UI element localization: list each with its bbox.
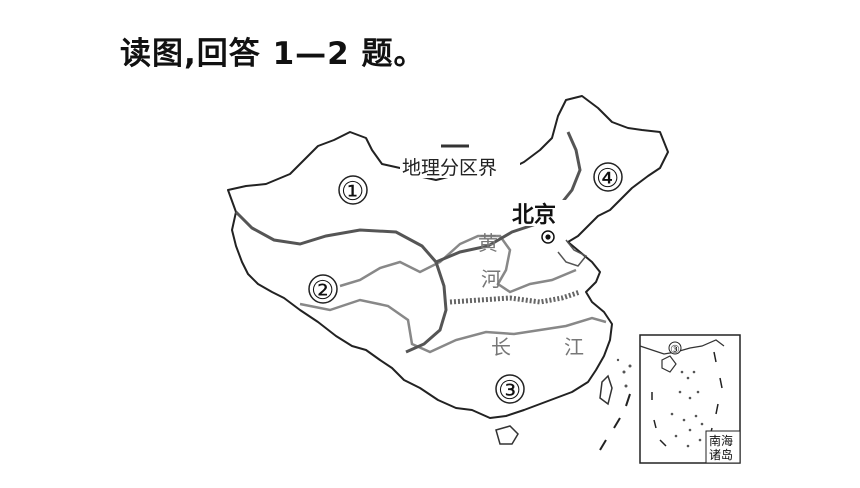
inset-region-circle: [668, 341, 682, 355]
region-4-circle: [593, 162, 623, 192]
south-china-sea-inset: ③ 南海 诸岛: [639, 334, 741, 464]
region-2-label: ②: [311, 276, 334, 306]
inset-label-line1: 南海: [709, 433, 733, 448]
inset-label-line2: 诸岛: [709, 447, 733, 462]
inset-region-label: ③: [670, 343, 680, 356]
region-3-circle: [495, 374, 525, 404]
legend-label-bg: [400, 154, 520, 178]
qinling-huaihe-line: [449, 289, 581, 305]
beijing-label-bg: [510, 200, 566, 226]
yellow-river: [339, 234, 577, 294]
east-sea-islands: [616, 358, 632, 388]
inset-hainan: [661, 355, 677, 373]
bohai-bay: [557, 239, 588, 267]
boundary-northwest: [234, 210, 438, 263]
region-4-label: ④: [596, 164, 619, 194]
yellow-river-label-1: 黄: [478, 231, 498, 255]
boundary-tibetan: [405, 261, 448, 354]
inset-boundary-dashes: [651, 351, 723, 447]
inset-islands: [670, 370, 704, 448]
yellow-river-label-2: 河: [481, 267, 501, 291]
region-2-circle: [308, 274, 338, 304]
inset-label-frame: [705, 430, 741, 464]
region-1-label: ①: [341, 177, 364, 207]
beijing-label: 北京: [512, 202, 556, 228]
maritime-boundary-dashes: [599, 393, 631, 451]
yangtze-river-label-1: 长: [491, 335, 511, 359]
inset-coastline: [639, 339, 725, 355]
region-3-label: ③: [498, 376, 521, 406]
question-title: 读图,回答 1—2 题。: [120, 36, 426, 72]
hainan-island: [495, 425, 519, 445]
region-1-circle: [338, 175, 368, 205]
beijing-marker-dot: [545, 234, 551, 240]
taiwan-island: [599, 374, 613, 406]
yangtze-river: [299, 298, 607, 354]
yangtze-river-label-2: 江: [564, 335, 584, 359]
legend-label: 地理分区界: [402, 157, 497, 179]
